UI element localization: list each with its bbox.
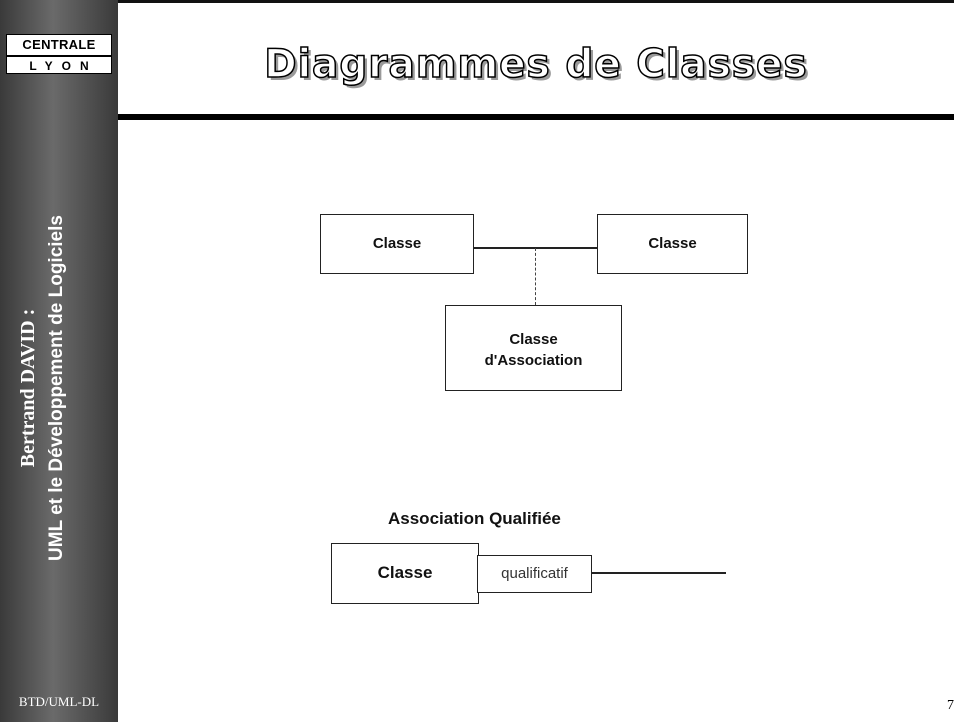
logo-top-text: CENTRALE (7, 35, 111, 57)
qualifier-label: qualificatif (501, 565, 568, 582)
page-number: 7 (947, 698, 954, 713)
slide-title: Diagrammes de Classes (264, 41, 808, 88)
association-class-label-line2: d'Association (484, 352, 583, 369)
centrale-lyon-logo: CENTRALE LYON (6, 34, 112, 74)
qualified-association-line (592, 572, 726, 574)
footer-code: BTD/UML-DL (18, 694, 100, 709)
qualified-class-box: Classe (331, 543, 479, 604)
header-bottom-border (118, 114, 954, 120)
association-class-box: Classe d'Association (445, 305, 622, 391)
slide-header: Diagrammes de Classes (118, 0, 954, 120)
logo-bottom-text: LYON (29, 59, 98, 73)
left-sidebar: CENTRALE LYON Bertrand DAVID : UML et le… (0, 0, 118, 722)
left-class-box: Classe (320, 214, 474, 274)
right-class-box: Classe (597, 214, 748, 274)
association-class-label-line1: Classe (509, 331, 558, 348)
qualifier-box: qualificatif (477, 555, 592, 593)
qualified-class-label: Classe (377, 563, 433, 582)
right-class-label: Classe (648, 235, 697, 252)
qualified-association-heading: Association Qualifiée (388, 509, 561, 528)
header-top-border (118, 0, 954, 3)
association-line (474, 247, 597, 249)
left-class-label: Classe (372, 235, 422, 252)
association-class-dashed-link (535, 248, 536, 305)
